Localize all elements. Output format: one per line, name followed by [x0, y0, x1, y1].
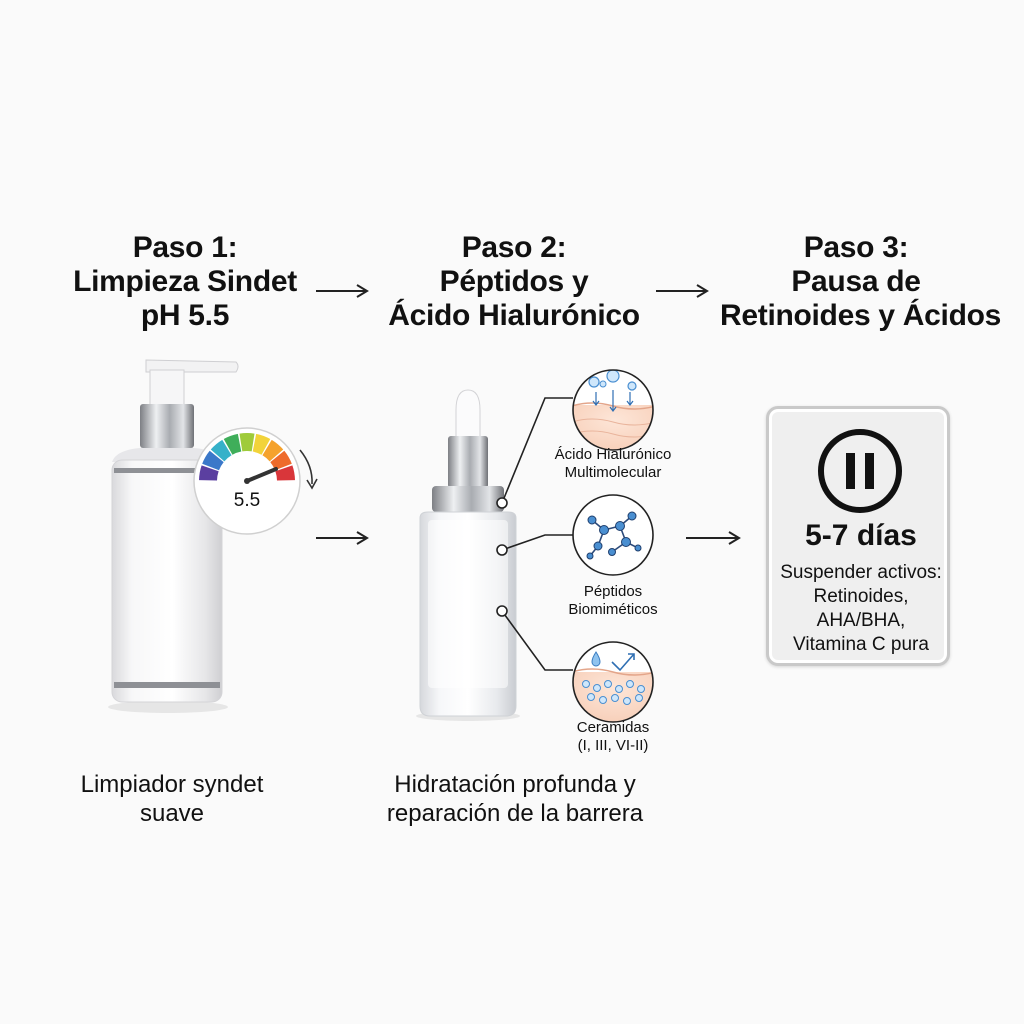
ph-scale-segment: [202, 450, 224, 471]
pause-card: 5-7 días Suspender activos: Retinoides, …: [766, 406, 950, 666]
ph-scale-segment: [210, 439, 232, 462]
ph-scale-segment: [270, 450, 292, 471]
step-1-caption-line-1: Limpiador syndet: [80, 771, 264, 798]
connector-dots: [496, 497, 508, 617]
skin-barrier-icon: [572, 641, 654, 723]
pause-line-2: Retinoides,: [813, 586, 909, 607]
ingredient-connectors: [501, 397, 573, 671]
ingredient-label-hyaluronic: Ácido Hialurónico Multimolecular: [533, 446, 693, 482]
step-1-title-line-2: Limpieza Sindet: [73, 265, 297, 298]
pause-instructions: Suspender activos: Retinoides, AHA/BHA, …: [769, 561, 953, 657]
pause-icon: [818, 429, 902, 513]
ingredient-label-peptides: Péptidos Biomiméticos: [533, 583, 693, 619]
ph-scale-segment: [252, 433, 271, 455]
dropper-bottle-icon: [416, 389, 520, 721]
step-3-title-line-3: Retinoides y Ácidos: [720, 299, 1002, 332]
skin-hydration-icon: [572, 369, 654, 451]
pause-line-3: AHA/BHA,: [816, 610, 906, 631]
pump-bottle-icon: [108, 359, 239, 713]
step-3-title: Paso 3: Pausa de Retinoides y Ácidos: [720, 231, 1002, 333]
step-3-title-line-2: Pausa de: [791, 265, 921, 298]
ingredient-1-line-1: Ácido Hialurónico: [554, 446, 672, 463]
ingredient-3-line-1: Ceramidas: [576, 719, 650, 736]
ingredient-2-line-1: Péptidos: [583, 583, 643, 600]
ph-scale-segment: [262, 439, 284, 462]
step-2-title: Paso 2: Péptidos y Ácido Hialurónico: [380, 231, 648, 333]
ph-scale-segment: [199, 465, 219, 481]
ph-scale-segment: [275, 465, 295, 481]
ph-gauge-value: 5.5: [233, 490, 261, 511]
step-2-title-line-1: Paso 2:: [461, 231, 567, 264]
step-2-caption: Hidratación profunda y reparación de la …: [370, 770, 660, 828]
ingredient-2-line-2: Biomiméticos: [568, 601, 658, 618]
step-1-title-line-3: pH 5.5: [140, 299, 230, 332]
pause-line-4: Vitamina C pura: [793, 634, 929, 655]
step-2-title-line-2: Péptidos y: [439, 265, 589, 298]
ingredient-label-ceramides: Ceramidas (I, III, VI-II): [533, 719, 693, 755]
ph-scale-segment: [239, 433, 255, 452]
step-2-caption-line-2: reparación de la barrera: [386, 800, 644, 827]
ingredient-1-line-2: Multimolecular: [564, 464, 662, 481]
step-1-caption-line-2: suave: [139, 800, 205, 827]
molecule-icon: [572, 494, 654, 576]
ph-gauge-icon: [193, 427, 318, 535]
step-1-title-line-1: Paso 1:: [132, 231, 238, 264]
step-1-title: Paso 1: Limpieza Sindet pH 5.5: [60, 231, 310, 333]
step-1-caption: Limpiador syndet suave: [50, 770, 294, 828]
step-2-title-line-3: Ácido Hialurónico: [388, 299, 640, 332]
step-3-title-line-1: Paso 3:: [803, 231, 909, 264]
pause-line-1: Suspender activos:: [780, 562, 942, 583]
ingredient-3-line-2: (I, III, VI-II): [577, 737, 649, 754]
pause-duration: 5-7 días: [805, 519, 917, 552]
step-2-caption-line-1: Hidratación profunda y: [394, 771, 636, 798]
ph-scale-segment: [223, 433, 242, 455]
